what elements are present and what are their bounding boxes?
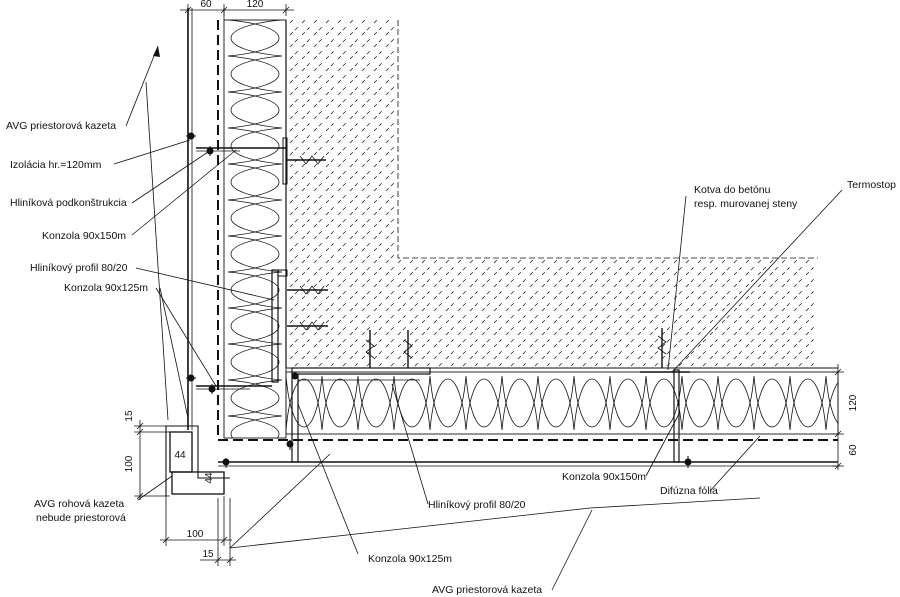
- insulation-wave-vertical-1: [227, 20, 280, 438]
- label-anchor-line2: resp. murovanej steny: [694, 198, 798, 210]
- label-bracket-125-left: Konzola 90x125m: [64, 282, 148, 294]
- dimension-texts: 60 120 120 60 15 100 44 44 100 15: [124, 0, 859, 560]
- label-avg-cassette-left: AVG priestorová kazeta: [6, 120, 116, 132]
- label-thermostop: Termostop: [847, 179, 896, 191]
- dim-corner-44-a: 44: [174, 450, 186, 461]
- leader-lines: [113, 45, 843, 591]
- insulation-wave-vertical-2: [230, 20, 283, 438]
- label-profile-bottom: Hliníkový profil 80/20: [428, 499, 526, 511]
- diffusion-membrane: [217, 20, 838, 441]
- dim-top-60: 60: [200, 0, 212, 10]
- dim-bottom-15: 15: [202, 549, 214, 560]
- cladding-cassettes: [165, 8, 838, 496]
- dim-right-60: 60: [848, 444, 859, 456]
- dim-bottom-100: 100: [187, 529, 204, 540]
- label-anchor-line1: Kotva do betónu: [694, 184, 771, 196]
- dimension-lines: [134, 4, 844, 566]
- label-membrane: Difúzna fólia: [660, 485, 718, 497]
- substructure: [186, 132, 692, 468]
- label-bracket-150-bottom: Konzola 90x150m: [562, 471, 646, 483]
- label-insulation: Izolácia hr.=120mm: [10, 159, 102, 171]
- dim-left-100: 100: [124, 455, 135, 472]
- insulation-horizontal: [285, 371, 839, 435]
- label-profile-left: Hliníkový profil 80/20: [30, 262, 128, 274]
- dim-right-120: 120: [848, 394, 859, 411]
- label-avg-cassette-bottom: AVG priestorová kazeta: [432, 584, 542, 596]
- label-corner-cassette-line1: AVG rohová kazeta: [34, 498, 124, 510]
- label-bracket-125-bottom: Konzola 90x125m: [368, 553, 452, 565]
- dim-corner-44-b: 44: [204, 472, 215, 484]
- label-substructure: Hliníková podkonštrukcia: [10, 197, 127, 209]
- dim-top-120: 120: [247, 0, 264, 10]
- label-corner-cassette-line2: nebude priestorová: [36, 512, 126, 524]
- insulation-wave-horizontal-1: [286, 375, 838, 428]
- insulation-vertical: [223, 19, 287, 439]
- dim-left-15: 15: [124, 410, 135, 422]
- annotation-labels: AVG priestorová kazeta Izolácia hr.=120m…: [6, 120, 896, 596]
- insulation-wave-horizontal-2: [286, 378, 838, 431]
- label-bracket-150-left: Konzola 90x150m: [42, 230, 126, 242]
